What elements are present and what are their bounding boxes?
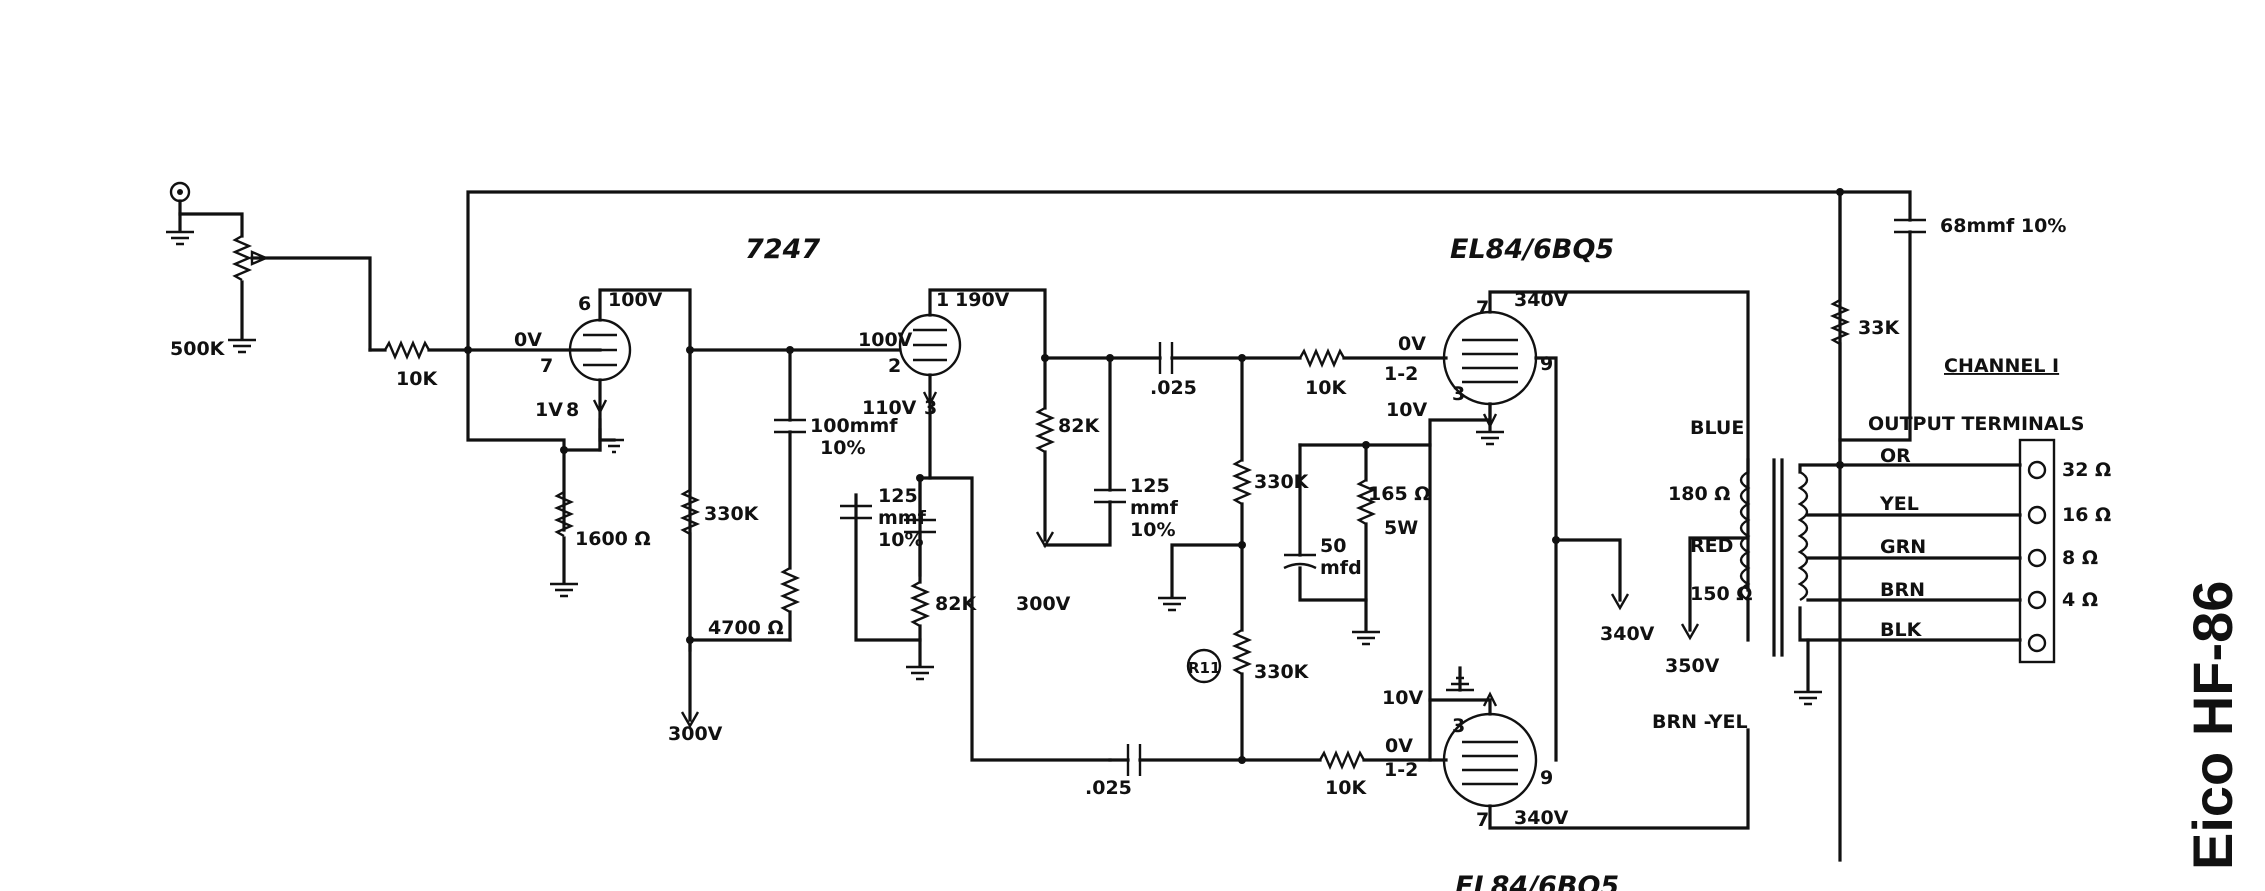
svg-text:10K: 10K bbox=[1325, 777, 1367, 799]
svg-text:8 Ω: 8 Ω bbox=[2062, 547, 2098, 569]
svg-text:125: 125 bbox=[1130, 475, 1170, 497]
svg-text:4700 Ω: 4700 Ω bbox=[708, 617, 784, 639]
output-transformer bbox=[1739, 458, 1809, 657]
svg-text:165 Ω: 165 Ω bbox=[1368, 483, 1430, 505]
svg-text:10%: 10% bbox=[878, 529, 923, 551]
model-title: Eico HF-86 bbox=[2181, 581, 2244, 870]
svg-text:82K: 82K bbox=[1058, 415, 1100, 437]
tube-el84-top bbox=[1442, 290, 1750, 762]
svg-text:GRN: GRN bbox=[1880, 536, 1926, 558]
svg-text:10%: 10% bbox=[1130, 519, 1175, 541]
svg-text:BRN -YEL: BRN -YEL bbox=[1652, 711, 1748, 733]
svg-text:0V: 0V bbox=[1398, 333, 1426, 355]
svg-text:1-2: 1-2 bbox=[1384, 363, 1418, 385]
tube-7247-b bbox=[898, 288, 1047, 480]
svg-text:100V: 100V bbox=[858, 329, 913, 351]
svg-text:16 Ω: 16 Ω bbox=[2062, 504, 2111, 526]
svg-text:4 Ω: 4 Ω bbox=[2062, 589, 2098, 611]
svg-text:350V: 350V bbox=[1665, 655, 1720, 677]
svg-text:mmf: mmf bbox=[1130, 497, 1179, 519]
svg-text:0V: 0V bbox=[514, 329, 542, 351]
svg-text:mfd: mfd bbox=[1320, 557, 1362, 579]
svg-text:10K: 10K bbox=[1305, 377, 1347, 399]
tube-label-el84-top: EL84/6BQ5 bbox=[1450, 234, 1614, 265]
svg-text:2: 2 bbox=[888, 355, 901, 377]
svg-text:8: 8 bbox=[566, 399, 579, 421]
tube-el84-bottom bbox=[1442, 691, 1750, 830]
terminal-labels: CHANNEL I OUTPUT TERMINALS OR YEL GRN BR… bbox=[1868, 355, 2111, 641]
svg-text:32 Ω: 32 Ω bbox=[2062, 459, 2111, 481]
svg-text:110V: 110V bbox=[862, 397, 917, 419]
output-terminals-title: OUTPUT TERMINALS bbox=[1868, 413, 2084, 435]
svg-text:10%: 10% bbox=[820, 437, 865, 459]
svg-text:330K: 330K bbox=[704, 503, 760, 525]
svg-text:7: 7 bbox=[1476, 297, 1489, 319]
svg-text:BRN: BRN bbox=[1880, 579, 1925, 601]
svg-text:6: 6 bbox=[578, 293, 591, 315]
svg-text:340V: 340V bbox=[1514, 289, 1569, 311]
svg-text:.025: .025 bbox=[1085, 777, 1132, 799]
tube-labels: 7247 EL84/6BQ5 EL84/6BQ5 bbox=[745, 234, 1619, 891]
svg-text:1-2: 1-2 bbox=[1384, 759, 1418, 781]
tube-label-7247: 7247 bbox=[745, 234, 820, 265]
svg-text:190V: 190V bbox=[955, 289, 1010, 311]
svg-text:10V: 10V bbox=[1386, 399, 1427, 421]
pin-labels: 6 7 8 1 2 3 7 1-2 3 9 7 1-2 3 9 bbox=[540, 289, 1553, 831]
svg-text:YEL: YEL bbox=[1879, 493, 1919, 515]
svg-text:125: 125 bbox=[878, 485, 918, 507]
svg-text:100mmf: 100mmf bbox=[810, 415, 898, 437]
svg-text:.025: .025 bbox=[1150, 377, 1197, 399]
svg-text:0V: 0V bbox=[1385, 735, 1413, 757]
svg-text:BLUE: BLUE bbox=[1690, 417, 1744, 439]
svg-text:300V: 300V bbox=[1016, 593, 1071, 615]
svg-text:3: 3 bbox=[1452, 715, 1465, 737]
svg-text:RED: RED bbox=[1690, 535, 1733, 557]
svg-text:mmf: mmf bbox=[878, 507, 927, 529]
voltage-labels: 0V 100V 1V 100V 190V 110V 0V 10V 340V 0V… bbox=[514, 289, 1720, 829]
svg-text:340V: 340V bbox=[1600, 623, 1655, 645]
svg-text:330K: 330K bbox=[1254, 471, 1310, 493]
svg-text:300V: 300V bbox=[668, 723, 723, 745]
svg-text:68mmf 10%: 68mmf 10% bbox=[1940, 215, 2066, 237]
r11-marker bbox=[1186, 648, 1222, 684]
svg-text:500K: 500K bbox=[170, 338, 226, 360]
svg-text:150 Ω: 150 Ω bbox=[1690, 583, 1752, 605]
svg-text:82K: 82K bbox=[935, 593, 977, 615]
transformer-labels: BLUE RED BRN -YEL 180 Ω 150 Ω bbox=[1652, 417, 1752, 733]
svg-text:R11: R11 bbox=[1188, 659, 1220, 677]
svg-text:340V: 340V bbox=[1514, 807, 1569, 829]
svg-text:1600 Ω: 1600 Ω bbox=[575, 528, 651, 550]
svg-text:100V: 100V bbox=[608, 289, 663, 311]
svg-text:5W: 5W bbox=[1384, 517, 1418, 539]
component-labels: 500K 10K 1600 Ω 330K 4700 Ω 100mmf 10% 1… bbox=[170, 215, 2066, 799]
svg-text:33K: 33K bbox=[1858, 317, 1900, 339]
channel-label: CHANNEL I bbox=[1944, 355, 2059, 377]
svg-text:3: 3 bbox=[1452, 383, 1465, 405]
input-section bbox=[166, 181, 602, 361]
svg-text:330K: 330K bbox=[1254, 661, 1310, 683]
svg-text:180 Ω: 180 Ω bbox=[1668, 483, 1730, 505]
tube-label-el84-bottom: EL84/6BQ5 bbox=[1455, 871, 1619, 891]
svg-text:OR: OR bbox=[1880, 445, 1911, 467]
svg-text:7: 7 bbox=[1476, 809, 1489, 831]
svg-text:7: 7 bbox=[540, 355, 553, 377]
svg-text:9: 9 bbox=[1540, 353, 1553, 375]
svg-text:10V: 10V bbox=[1382, 687, 1423, 709]
svg-text:1: 1 bbox=[936, 289, 949, 311]
svg-text:50: 50 bbox=[1320, 535, 1346, 557]
tube-7247-a bbox=[568, 288, 692, 652]
svg-text:1V: 1V bbox=[535, 399, 563, 421]
svg-text:3: 3 bbox=[924, 397, 937, 419]
svg-text:BLK: BLK bbox=[1880, 619, 1923, 641]
output-terminal-strip bbox=[2018, 438, 2056, 664]
svg-text:10K: 10K bbox=[396, 368, 438, 390]
feedback-bus bbox=[466, 190, 1842, 862]
svg-text:9: 9 bbox=[1540, 767, 1553, 789]
